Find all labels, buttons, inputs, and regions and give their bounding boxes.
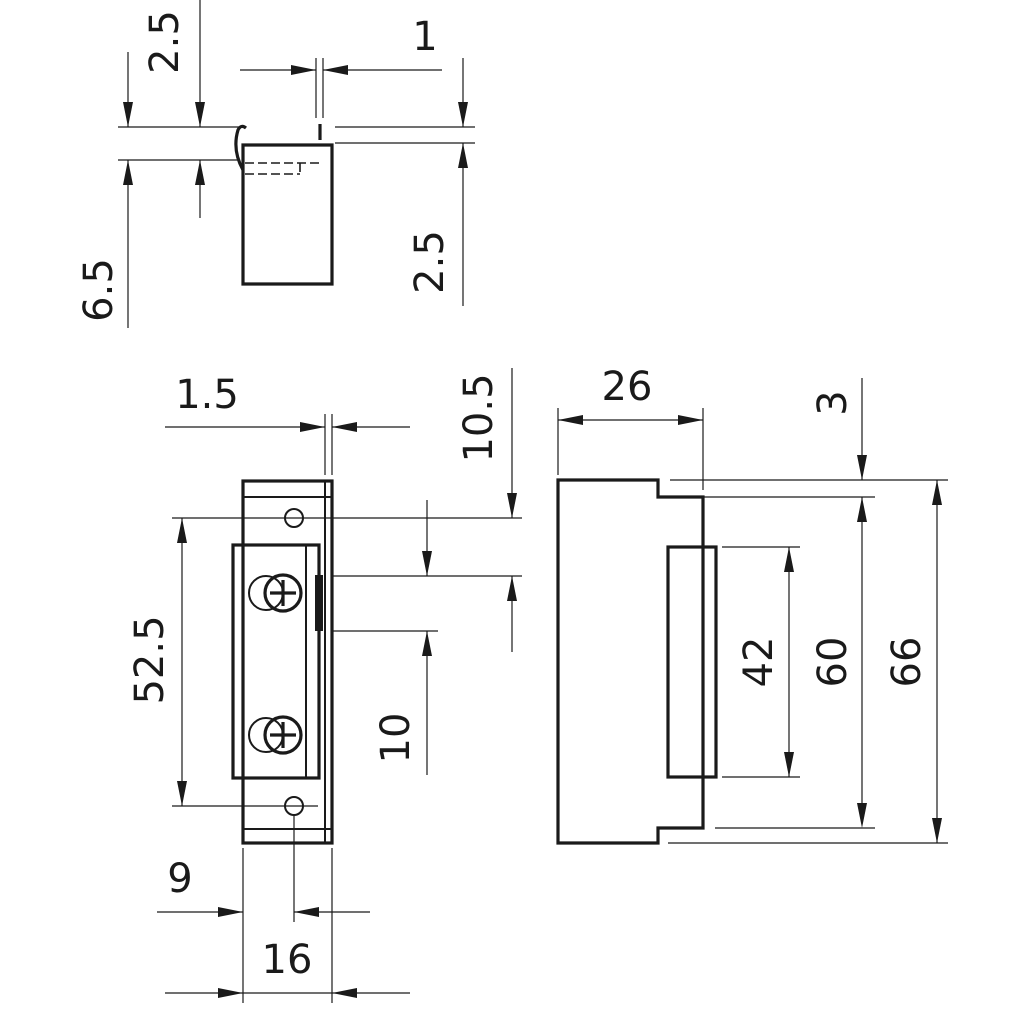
dimension-side-step: 3 [810,378,867,820]
side-latch-bolt [666,545,718,779]
dimension-top-view-height: 6.5 [76,52,133,328]
front-plate [241,479,334,845]
label-front-hole-center: 9 [167,856,192,902]
label-front-latch-height: 10 [373,713,419,764]
label-front-hole-spacing: 52.5 [127,615,173,704]
label-top-view-lip: 1 [412,14,437,60]
label-side-inner-height: 60 [810,637,856,688]
label-front-top-offset: 10.5 [456,373,502,462]
dimension-side-total-height: 66 [884,480,942,843]
label-front-width: 16 [262,937,313,983]
dimension-front-hole-center: 9 [157,856,370,917]
dimension-side-inner-height: 60 [810,637,867,828]
dimension-top-view-opening: 2.5 [142,0,205,218]
front-view-extension-lines [172,414,522,1003]
top-view-body [241,143,334,286]
side-view-extension-lines [557,408,948,844]
dimension-top-view-lip: 1 [240,14,442,75]
top-view-extension-lines [118,58,475,161]
label-side-latch-length: 42 [736,637,782,688]
side-profile [556,478,705,845]
label-top-view-height: 6.5 [76,258,122,322]
dimension-top-view-offset: 2.5 [407,58,468,306]
label-top-view-opening: 2.5 [142,10,188,74]
label-front-plate-thickness: 1.5 [175,372,239,418]
top-view: 6.5 2.5 1 2.5 [76,0,475,328]
dimension-front-width: 16 [165,937,410,998]
front-view: 1.5 10.5 52.5 10 [127,368,522,1003]
top-view-hook [234,124,247,171]
dimension-side-depth: 26 [558,364,703,425]
label-side-step: 3 [810,390,856,415]
label-side-depth: 26 [602,364,653,410]
side-view: 26 3 42 60 66 [556,364,948,845]
latch-bolt [315,575,323,631]
dimension-front-hole-spacing: 52.5 [127,518,187,806]
screw-bottom-icon [248,715,303,755]
top-view-hidden-slot [245,162,322,175]
label-side-total-height: 66 [884,637,930,688]
dimension-front-latch-height: 10 [373,500,432,775]
dimension-side-latch-length: 42 [736,547,794,777]
dimension-front-top-offset: 10.5 [456,368,517,652]
label-top-view-offset: 2.5 [407,230,453,294]
dimension-front-plate-thickness: 1.5 [165,372,410,432]
strike-body [231,543,321,780]
screw-top-icon [248,573,303,613]
